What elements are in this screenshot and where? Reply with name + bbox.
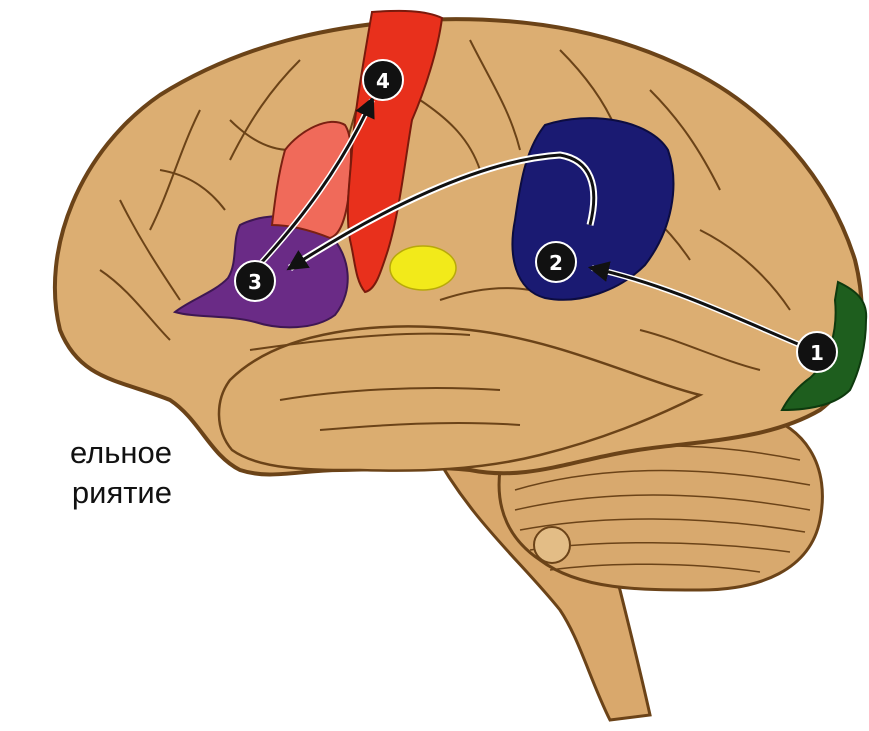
marker-1: 1 xyxy=(797,332,837,372)
marker-3-label: 3 xyxy=(248,270,262,294)
caption-line-1: ельное xyxy=(0,433,172,473)
marker-2-label: 2 xyxy=(549,251,563,275)
marker-4: 4 xyxy=(363,60,403,100)
marker-2: 2 xyxy=(536,242,576,282)
caption-line-2: риятие xyxy=(0,473,172,513)
caption-text: ельное риятие xyxy=(0,433,172,523)
angular-gyrus-spot xyxy=(390,246,456,290)
marker-1-label: 1 xyxy=(810,341,824,365)
brain-stem-cross-section xyxy=(534,527,570,563)
marker-3: 3 xyxy=(235,261,275,301)
marker-4-label: 4 xyxy=(376,69,390,93)
